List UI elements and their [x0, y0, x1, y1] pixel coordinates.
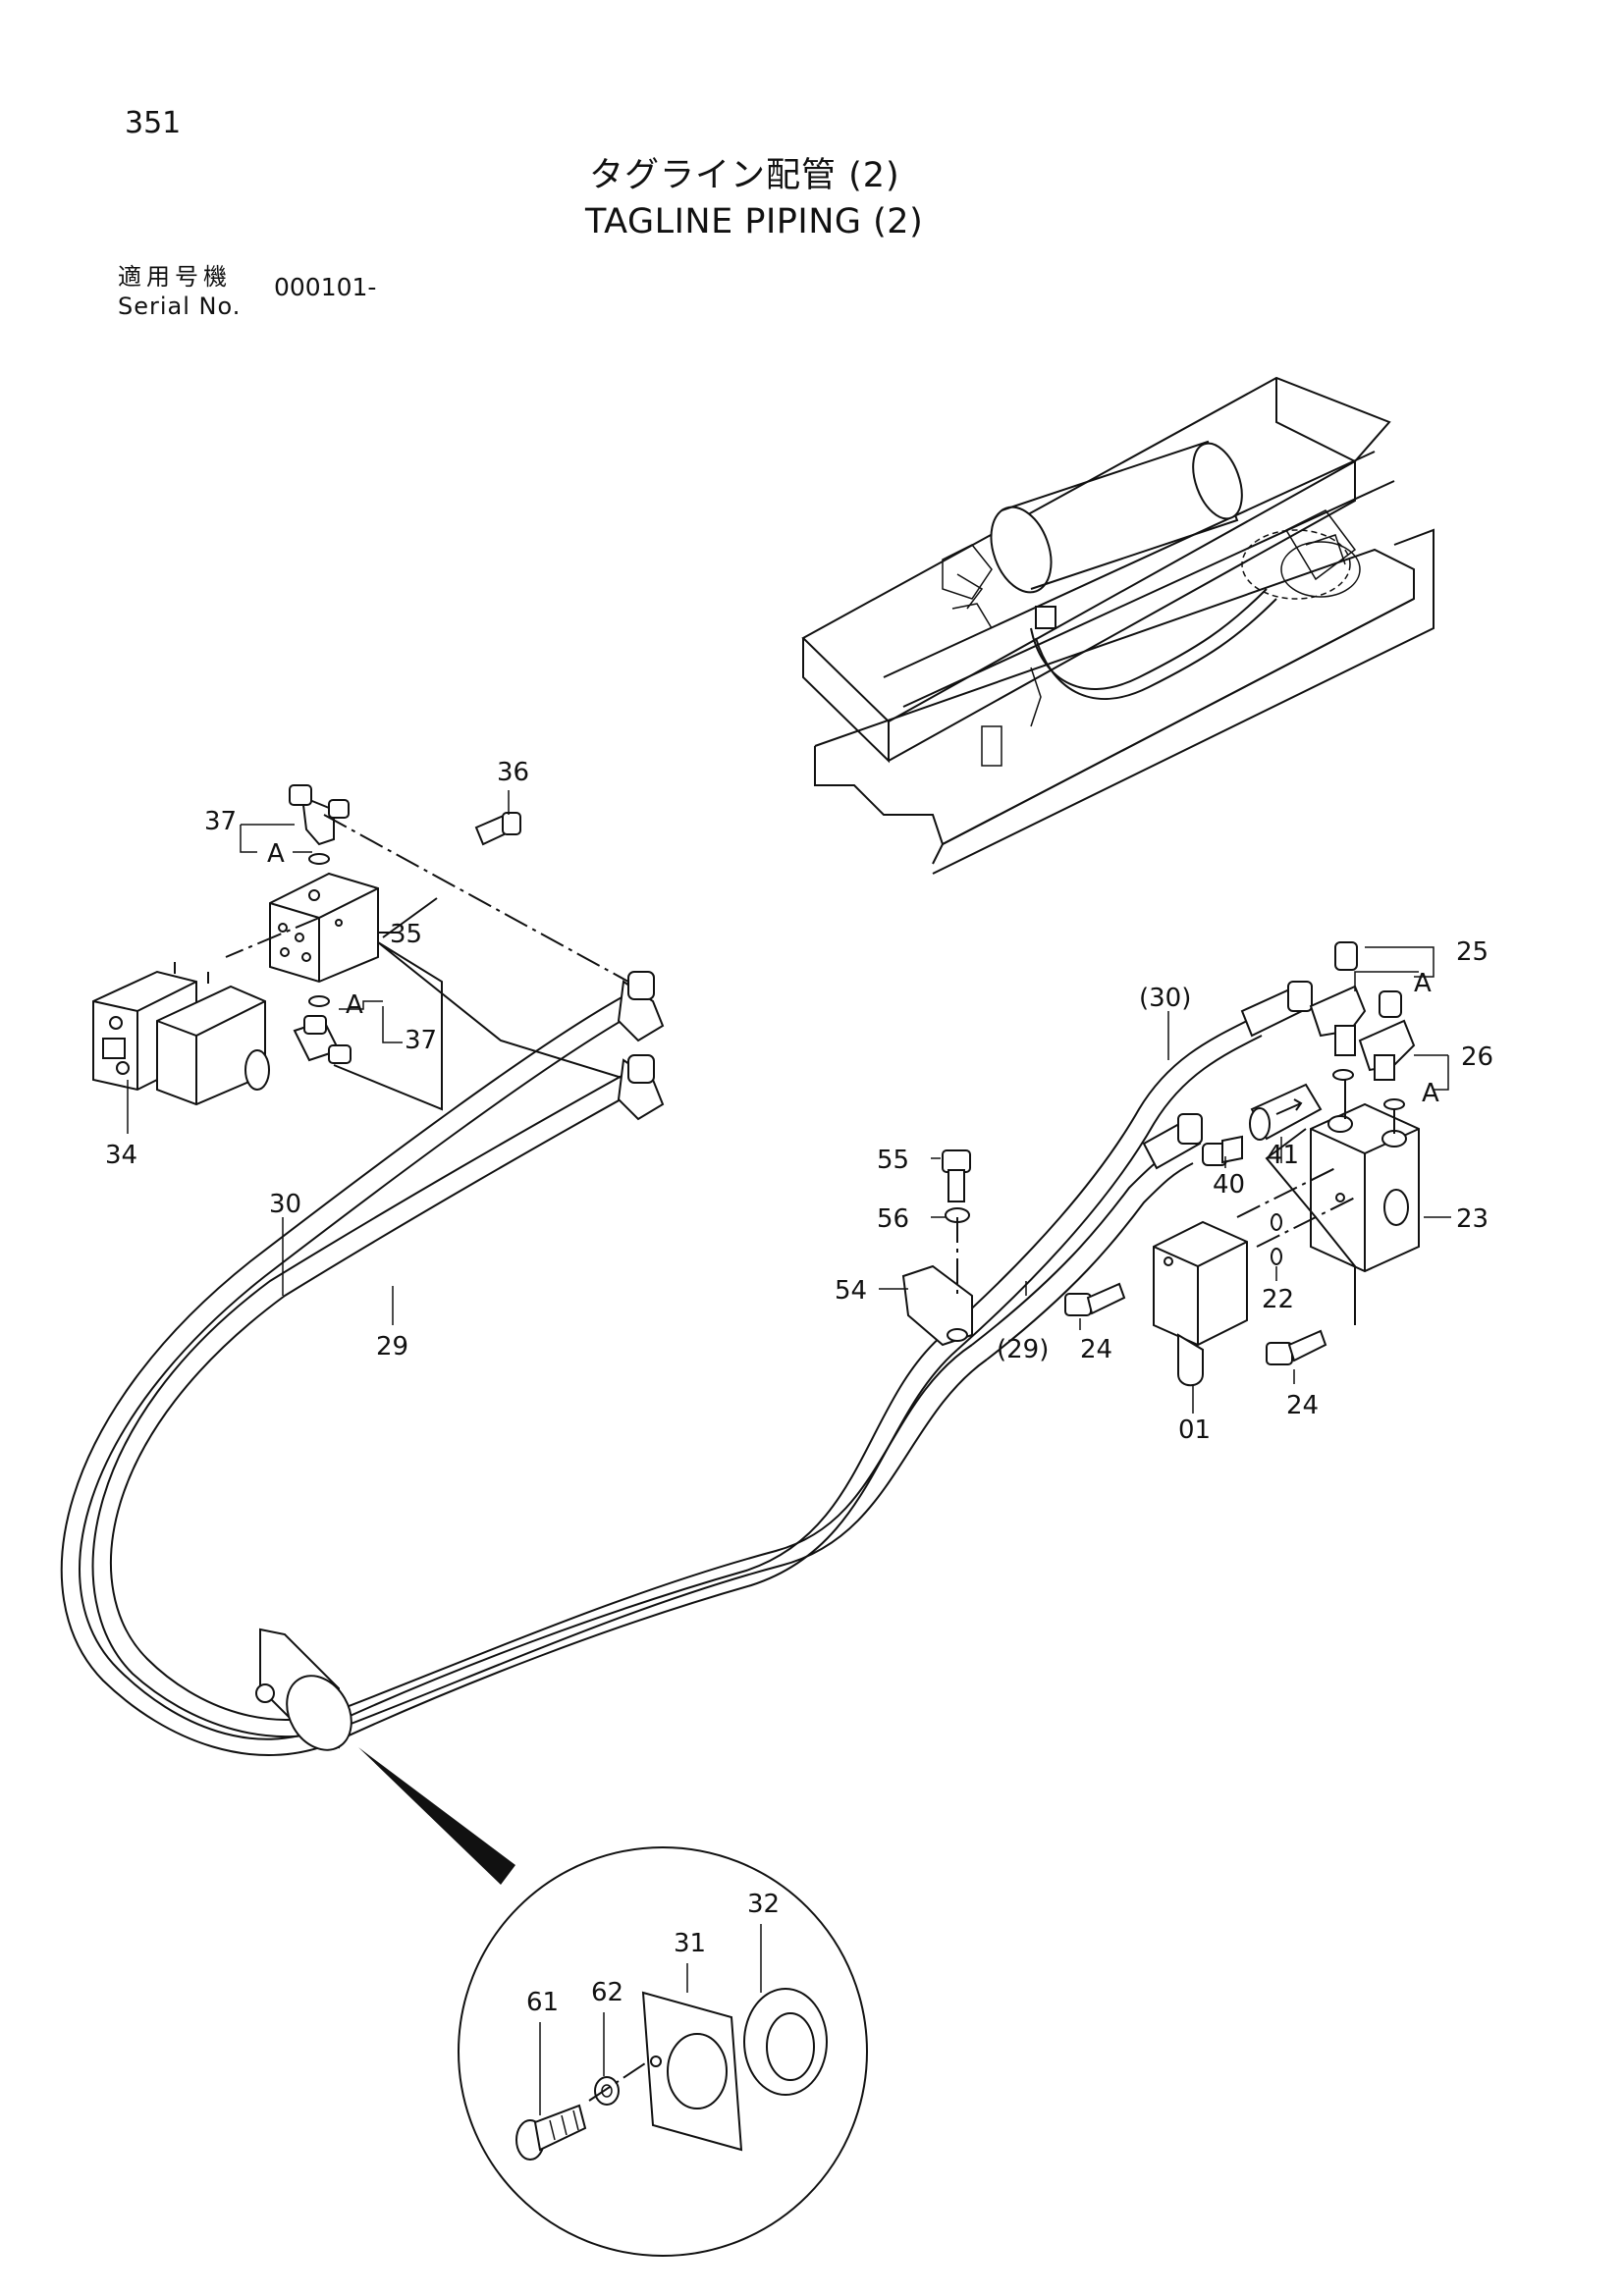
serial-number-value: 000101-: [274, 273, 377, 301]
bolt-55: [942, 1149, 971, 1202]
boom-overview-illustration: [801, 376, 1435, 875]
o-ring-22: [1271, 1213, 1282, 1265]
callout-leader-lines: [127, 790, 1451, 2115]
callout-32: 32: [747, 1890, 780, 1919]
bulkhead-plate-31-installed: [255, 1628, 352, 1751]
page-title-japanese: タグライン配管 (2): [589, 156, 900, 195]
callout-62: 62: [591, 1978, 623, 2007]
callout-24-left: 24: [1080, 1335, 1112, 1364]
callout-a-26: A: [1422, 1079, 1439, 1108]
bolt-24-right: [1266, 1329, 1327, 1365]
callout-61: 61: [526, 1988, 559, 2017]
tee-fitting-37-top: [289, 784, 350, 865]
callout-37-top: 37: [204, 807, 237, 836]
grommet-32: [743, 1988, 828, 2096]
tee-fitting-26: [1358, 990, 1416, 1110]
serial-label-japanese: 適用号機: [118, 263, 232, 291]
tee-fitting-37-mid: [293, 995, 352, 1064]
callout-a-top: A: [267, 839, 285, 869]
callout-a-mid: A: [346, 990, 363, 1020]
callout-54: 54: [835, 1276, 867, 1306]
bolt-61: [515, 2104, 587, 2161]
callout-36: 36: [497, 758, 529, 787]
callout-30-reference: (30): [1139, 984, 1191, 1013]
hose-29-end-fitting: [1142, 1113, 1203, 1170]
bolt-36: [474, 812, 521, 846]
callout-31: 31: [674, 1929, 706, 1958]
hose-30-end-fitting: [1240, 981, 1313, 1038]
callout-01: 01: [1178, 1415, 1211, 1445]
callout-22: 22: [1262, 1285, 1294, 1314]
callout-24-right: 24: [1286, 1391, 1319, 1420]
tee-fitting-25: [1309, 941, 1367, 1081]
solenoid-valve-34: [92, 962, 270, 1106]
callout-41: 41: [1267, 1141, 1299, 1170]
bolt-24-left: [1064, 1282, 1126, 1316]
hose-29: [91, 1054, 988, 1738]
hose-clamp-54: [901, 1264, 973, 1347]
callout-55: 55: [877, 1146, 909, 1175]
washer-62: [594, 2076, 620, 2106]
page-number: 351: [125, 106, 182, 140]
relief-valve-01: [1153, 1220, 1248, 1387]
callout-35: 35: [390, 920, 422, 949]
serial-label-english: Serial No.: [118, 293, 242, 320]
manifold-block-23: [1310, 1102, 1420, 1273]
overview-valve-cluster-left: [942, 544, 1056, 629]
plate-31: [641, 1991, 743, 2152]
callout-40: 40: [1213, 1170, 1245, 1200]
check-valve-41: [1249, 1083, 1323, 1141]
callout-56: 56: [877, 1204, 909, 1234]
page-title-english: TAGLINE PIPING (2): [585, 202, 924, 241]
overview-winch-drum: [990, 440, 1243, 594]
callout-30: 30: [269, 1190, 301, 1219]
connector-40: [1202, 1135, 1243, 1166]
valve-block-35: [269, 872, 398, 984]
callout-29: 29: [376, 1332, 408, 1362]
callout-26: 26: [1461, 1042, 1493, 1072]
callout-34: 34: [105, 1141, 137, 1170]
callout-25: 25: [1456, 937, 1489, 967]
detail-view-circle: [458, 1846, 868, 2257]
callout-a-25: A: [1414, 969, 1432, 998]
hose-30: [60, 971, 958, 1756]
callout-37-mid: 37: [405, 1026, 437, 1055]
callout-29-reference: (29): [997, 1335, 1049, 1364]
overview-valve-cluster-right: [1241, 509, 1361, 600]
callout-23: 23: [1456, 1204, 1489, 1234]
